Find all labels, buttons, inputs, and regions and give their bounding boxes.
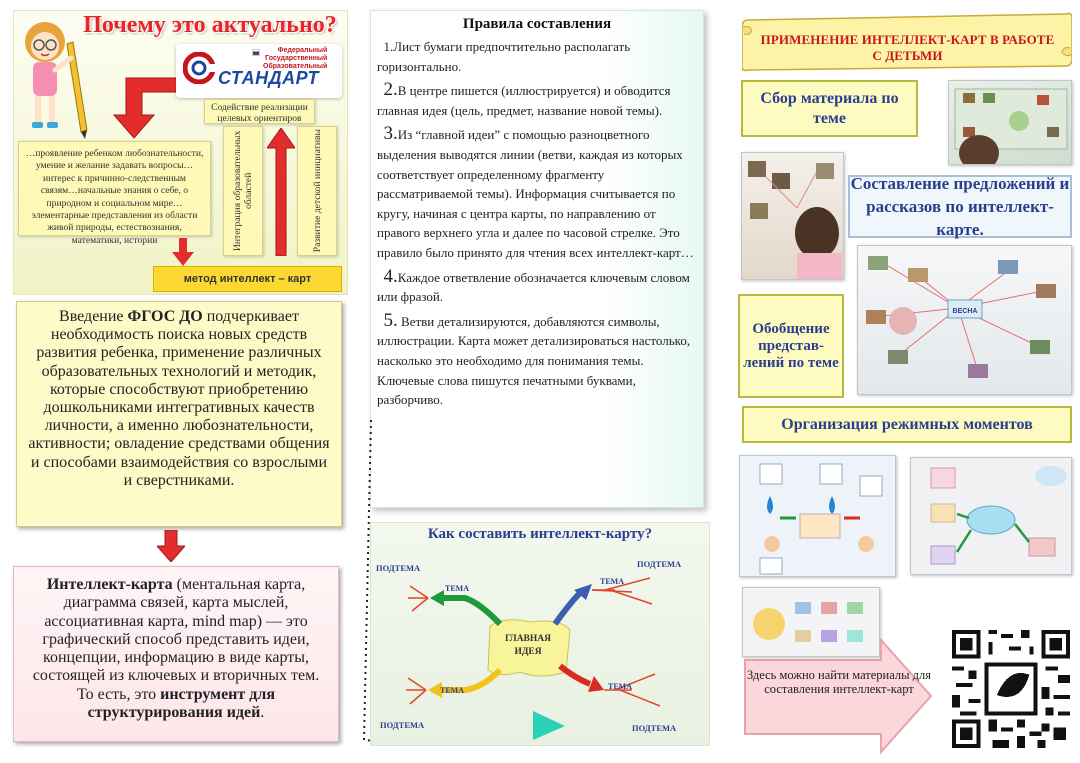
rule-item-4: 4.Каждое ответвление обозначается ключев… — [377, 265, 697, 307]
rule-number: 2. — [383, 79, 398, 101]
rule-number: 3. — [383, 123, 398, 145]
intro-text-rest: подчеркивает необходимость поиска новых … — [28, 308, 330, 489]
subtopic-label-br: ПОДТЕМА — [632, 723, 677, 733]
banner-title: ПРИМЕНЕНИЕ ИНТЕЛЛЕКТ-КАРТ В РАБОТЕ С ДЕТ… — [760, 32, 1055, 63]
collect-material-label: Сбор материала по теме — [741, 80, 918, 137]
rule-text: Ветви детализируются, добавляются символ… — [377, 313, 691, 408]
topic-label-green: ТЕМА — [445, 584, 469, 593]
photo-girl-illustration — [748, 161, 842, 279]
initiative-text: Развитие детской инициативы — [311, 129, 323, 253]
russian-flag-icon — [252, 49, 260, 56]
blue-subbranches — [591, 577, 653, 605]
small-map-illustration — [753, 602, 863, 642]
rule-item-5: 5. Ветви детализируются, добавляются сим… — [377, 309, 697, 410]
standard-caption-line: Образовательный — [263, 63, 328, 70]
definition-emphasis: инструмент для структурирования идей — [87, 685, 275, 722]
routine-moments-label: Организация режимных моментов — [742, 406, 1072, 443]
initiative-box: Развитие детской инициативы — [297, 126, 337, 256]
yellow-subbranches — [406, 677, 427, 705]
standard-caption: Федеральный Государственный Образователь… — [263, 47, 327, 71]
compose-stories-label: Составление предложений и рассказов по и… — [848, 174, 1072, 239]
cloud-map-illustration — [930, 466, 1067, 565]
red-subbranches — [604, 673, 661, 707]
yellow-branch — [438, 667, 503, 693]
generalize-ideas-label: Обобщение представ- лений по теме — [738, 294, 844, 398]
definition-term: Интеллект-карта — [46, 576, 173, 593]
intro-fgos-bold: ФГОС ДО — [127, 308, 203, 325]
fgos-logo-icon — [183, 52, 215, 84]
pink-pointer-arrow — [744, 638, 933, 755]
rule-text: В центре пишется (иллюстрируется) и обво… — [377, 83, 671, 118]
why-title: Почему это актуально? — [83, 12, 337, 38]
teal-triangle-icon — [533, 711, 565, 740]
photo-board-illustration — [954, 88, 1068, 164]
spring-map-illustration: ВЕСНА — [866, 256, 1056, 378]
rule-text: Лист бумаги предпочтительно располагать … — [377, 39, 631, 74]
red-branch — [558, 663, 592, 687]
rule-number: 1. — [383, 39, 394, 54]
mind-map-title: Как составить интеллект-карту? — [427, 526, 653, 542]
banner-scroll — [742, 12, 1072, 72]
red-bent-arrow-icon — [112, 77, 191, 139]
definition-text: (ментальная карта, диаграмма связей, кар… — [32, 576, 320, 703]
subtopic-label-tr: ПОДТЕМА — [637, 559, 682, 569]
spring-label: ВЕСНА — [953, 308, 978, 315]
rules-panel: Правила составления 1.Лист бумаги предпо… — [370, 10, 704, 508]
photo-hygiene-map — [739, 455, 896, 577]
photo-mind-map-board — [948, 80, 1072, 165]
rule-item-3: 3.Из “главной идеи” с помощью разноцветн… — [377, 124, 697, 262]
main-idea-label: ИДЕЯ — [514, 647, 541, 657]
rule-text: Из “главной идеи” с помощью разноцветног… — [377, 127, 694, 260]
intro-text: Введение — [59, 308, 128, 325]
blue-arrow-head — [574, 584, 592, 600]
photo-spring-mind-map: ВЕСНА — [857, 245, 1072, 395]
subtopic-label-bl: ПОДТЕМА — [380, 720, 425, 730]
green-branch — [440, 595, 503, 627]
green-subbranches — [408, 585, 429, 612]
red-down-arrow-icon — [157, 530, 185, 562]
materials-hint: Здесь можно найти материалы для составле… — [746, 668, 932, 696]
subtopic-label-tl: ПОДТЕМА — [376, 563, 421, 573]
yellow-arrow-head — [428, 682, 442, 698]
support-goals-note: Содействие реализации целевых ориентиров — [204, 99, 315, 124]
rule-number: 4. — [383, 265, 398, 287]
method-label: метод интеллект – карт — [153, 266, 342, 292]
red-arrow-head — [588, 676, 604, 692]
photo-cloud-map — [910, 457, 1072, 575]
photo-girl-at-board — [741, 152, 844, 280]
rule-text: Каждое ответвление обозначается ключевым… — [377, 269, 690, 305]
fgos-quote-note: …проявление ребенком любознательности, у… — [18, 141, 211, 246]
topic-label-blue: ТЕМА — [600, 577, 624, 586]
fgos-intro-box: Введение ФГОС ДО подчеркивает необходимо… — [16, 301, 342, 527]
blue-branch — [552, 590, 583, 626]
hygiene-map-illustration — [759, 463, 883, 575]
qr-code[interactable] — [952, 630, 1070, 748]
photo-small-map — [742, 587, 880, 657]
rules-title: Правила составления — [462, 16, 612, 32]
standard-caption-line: Федеральный — [277, 47, 328, 54]
rule-item-2: 2.В центре пишется (иллюстрируется) и об… — [377, 80, 697, 120]
mind-map-definition-box: Интеллект-карта (ментальная карта, диагр… — [13, 566, 339, 742]
mind-map-diagram: ГЛАВНАЯ ИДЕЯ ТЕМА ПОДТЕМА ТЕМА ПОДТЕМА Т… — [376, 559, 682, 740]
girl-with-pencil-illustration — [25, 22, 88, 139]
rule-item-1: 1.Лист бумаги предпочтительно располагат… — [377, 37, 697, 76]
standard-word: СТАНДАРТ — [218, 68, 319, 88]
topic-label-yellow: ТЕМА — [440, 686, 464, 695]
red-down-arrow-icon — [172, 238, 194, 266]
integration-text: Интеграция образовательных областей — [232, 130, 254, 252]
rule-number: 5. — [383, 309, 398, 331]
red-up-arrow-icon — [267, 128, 295, 256]
main-idea-label: ГЛАВНАЯ — [505, 634, 551, 644]
green-arrow-head — [430, 590, 444, 606]
integration-box: Интеграция образовательных областей — [223, 126, 263, 256]
definition-end: . — [260, 704, 265, 722]
topic-label-red: ТЕМА — [608, 682, 632, 691]
standard-caption-line: Государственный — [265, 55, 328, 62]
